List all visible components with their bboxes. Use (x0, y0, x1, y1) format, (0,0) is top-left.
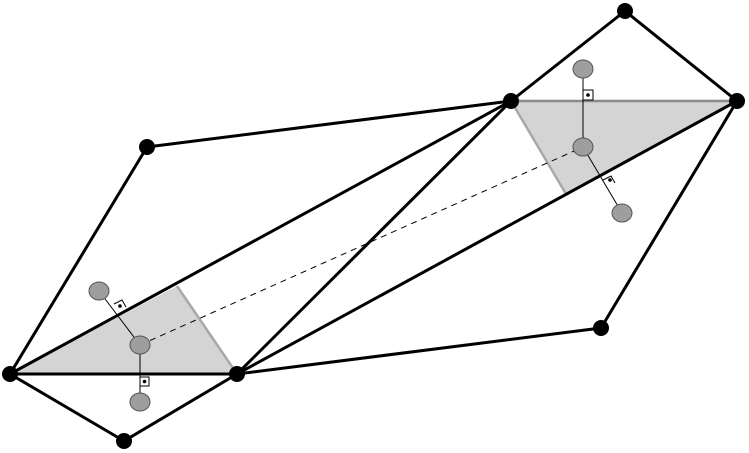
circle-marker (611, 203, 633, 223)
perpendicular-left-upper (98, 290, 141, 346)
circle-marker (88, 281, 110, 301)
vertex (503, 93, 519, 109)
edge-outer-1 (8, 145, 149, 376)
edge-outer-8 (8, 372, 126, 443)
circle-marker (129, 335, 151, 355)
edge-outer-7 (122, 372, 239, 443)
vertex (116, 433, 132, 449)
shaded-region-left (10, 286, 237, 374)
edge-outer-4 (623, 9, 739, 103)
circle-marker (129, 392, 151, 412)
edge-outer-5 (599, 99, 739, 330)
dashed-connector (139, 146, 584, 346)
circle-marker (572, 137, 594, 157)
shaded-region-right (511, 101, 737, 194)
perpendicular-right (582, 69, 623, 214)
edge-diagonal-upper (8, 99, 513, 376)
right-angle-marker (582, 89, 594, 101)
vertex (617, 3, 633, 19)
right-angle-marker (113, 299, 127, 308)
vertex (229, 366, 245, 382)
edge-outer-6 (235, 326, 603, 376)
vertex (139, 139, 155, 155)
mesh-vertices (2, 3, 745, 449)
right-angle-marker (602, 175, 616, 184)
edge-diagonal-middle (235, 99, 513, 376)
shaded-region-right-edge (509, 100, 568, 195)
vertex (2, 366, 18, 382)
edge-outer-3 (509, 9, 627, 103)
edge-outer-2 (145, 99, 513, 149)
vertex (593, 320, 609, 336)
shaded-region-left-edge (175, 285, 239, 375)
right-angle-marker (139, 376, 150, 387)
edge-diagonal-lower (235, 99, 739, 376)
mesh-edges (8, 9, 739, 443)
circle-markers (88, 59, 633, 412)
circle-marker (572, 59, 594, 79)
perpendicular-right-lower (582, 146, 623, 214)
vertex (729, 93, 745, 109)
